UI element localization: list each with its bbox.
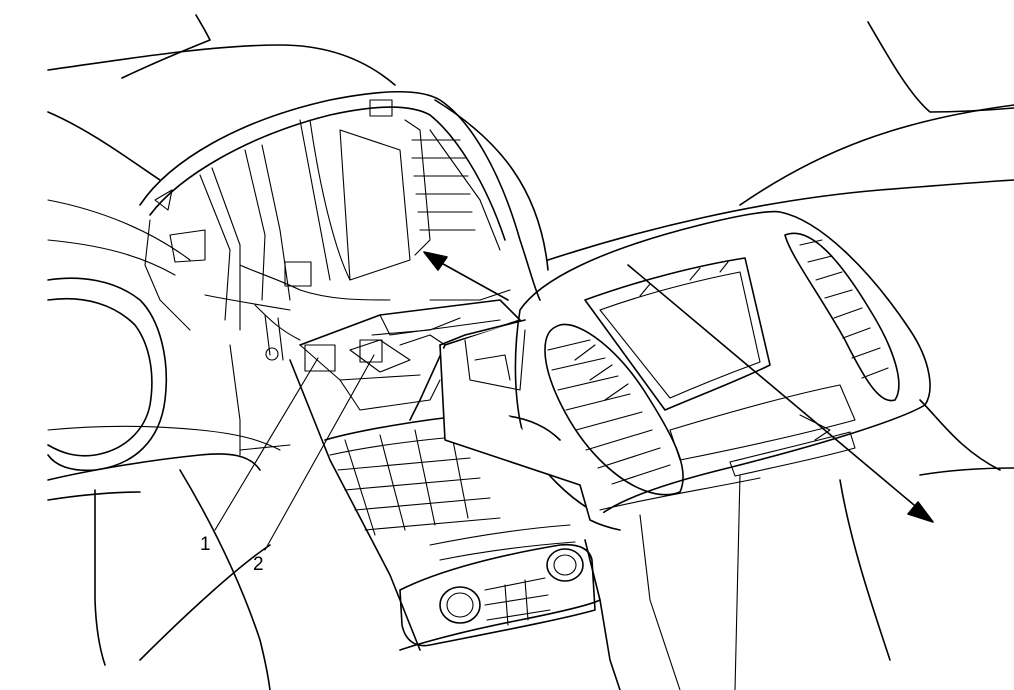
lower-left-dash — [47, 344, 291, 690]
arrow-head-down — [907, 501, 934, 523]
callout-leaders — [214, 354, 375, 551]
removal-arrows — [423, 251, 934, 523]
cavity-internals — [169, 119, 501, 361]
leader-line-2 — [264, 354, 375, 551]
leader-line-1 — [214, 357, 319, 531]
climate-control-panel — [399, 543, 596, 647]
right-lower-dash — [639, 399, 1014, 690]
display-bezel-assembly — [439, 210, 931, 531]
arrow-head-up — [423, 251, 448, 271]
cluster-hood — [139, 90, 541, 331]
callout-label-1: 1 — [200, 534, 211, 555]
radio-connector-module — [299, 289, 521, 421]
left-gauge — [47, 199, 191, 472]
callout-label-2: 2 — [253, 554, 264, 575]
center-stack — [289, 359, 621, 690]
